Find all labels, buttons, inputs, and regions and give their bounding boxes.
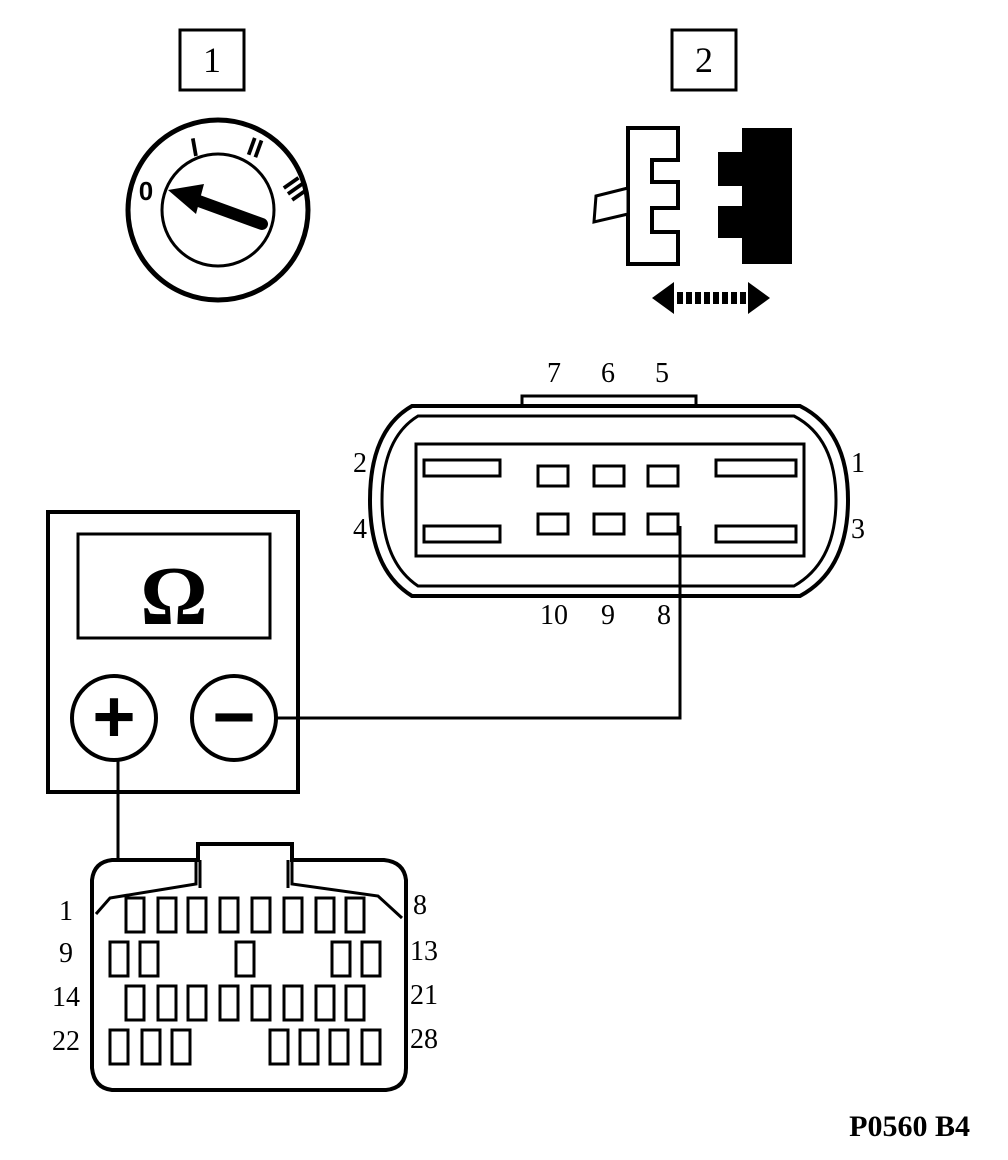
pin-label-10: 10 xyxy=(540,600,568,631)
pin-6 xyxy=(592,464,626,488)
pin-8 xyxy=(646,512,680,536)
step-2-badge: 2 xyxy=(670,28,738,92)
step-1-badge: 1 xyxy=(178,28,246,92)
ignition-switch-icon: 0 I II III xyxy=(125,117,314,303)
pin-5 xyxy=(646,464,680,488)
pin-row-14-21 xyxy=(124,984,366,1022)
pin-10 xyxy=(536,512,570,536)
pin-3 xyxy=(714,524,798,544)
pin-label-4: 4 xyxy=(353,514,367,545)
pin-label-13: 13 xyxy=(410,936,438,967)
pin-label-14: 14 xyxy=(52,982,80,1013)
pin-label-22: 22 xyxy=(52,1026,80,1057)
pin-label-8: 8 xyxy=(657,600,671,631)
ignition-position-0: 0 xyxy=(139,176,153,206)
figure-reference: P0560 B4 xyxy=(849,1110,970,1143)
pin-row-1-8 xyxy=(124,896,366,934)
pin-label-1: 1 xyxy=(851,448,865,479)
pin-label-9: 9 xyxy=(601,600,615,631)
pin-label-5: 5 xyxy=(655,358,669,389)
plus-icon: + xyxy=(92,675,135,758)
pin-4 xyxy=(422,524,502,544)
connector-28-pin: 1 9 14 22 8 13 21 28 xyxy=(52,842,438,1092)
pin-2 xyxy=(422,458,502,478)
connector-disconnect-icon xyxy=(592,126,792,314)
pin-label-8: 8 xyxy=(413,890,427,921)
pin-label-3: 3 xyxy=(851,514,865,545)
pin-label-1: 1 xyxy=(59,896,73,927)
ohm-symbol: Ω xyxy=(140,550,207,643)
negative-probe-wire xyxy=(276,526,682,720)
ohmmeter-display xyxy=(76,532,272,640)
pin-1 xyxy=(714,458,798,478)
pin-label-21: 21 xyxy=(410,980,438,1011)
pin-row-9-13 xyxy=(108,940,382,978)
pin-label-2: 2 xyxy=(353,448,367,479)
pin-9 xyxy=(108,940,130,978)
positive-probe-terminal: + xyxy=(70,674,158,762)
negative-probe-terminal: − xyxy=(190,674,278,762)
pin-row-22-28 xyxy=(108,1028,382,1066)
step-2-number: 2 xyxy=(695,40,713,80)
pin-label-28: 28 xyxy=(410,1024,438,1055)
minus-icon: − xyxy=(212,675,255,758)
step-1-number: 1 xyxy=(203,40,221,80)
pin-label-7: 7 xyxy=(547,358,561,389)
ohmmeter: Ω + − xyxy=(46,510,300,794)
pin-9 xyxy=(592,512,626,536)
pin-label-6: 6 xyxy=(601,358,615,389)
pin-7 xyxy=(536,464,570,488)
connector-10-pin: 7 6 5 2 4 1 3 10 9 8 xyxy=(353,358,865,631)
pin-label-9: 9 xyxy=(59,938,73,969)
